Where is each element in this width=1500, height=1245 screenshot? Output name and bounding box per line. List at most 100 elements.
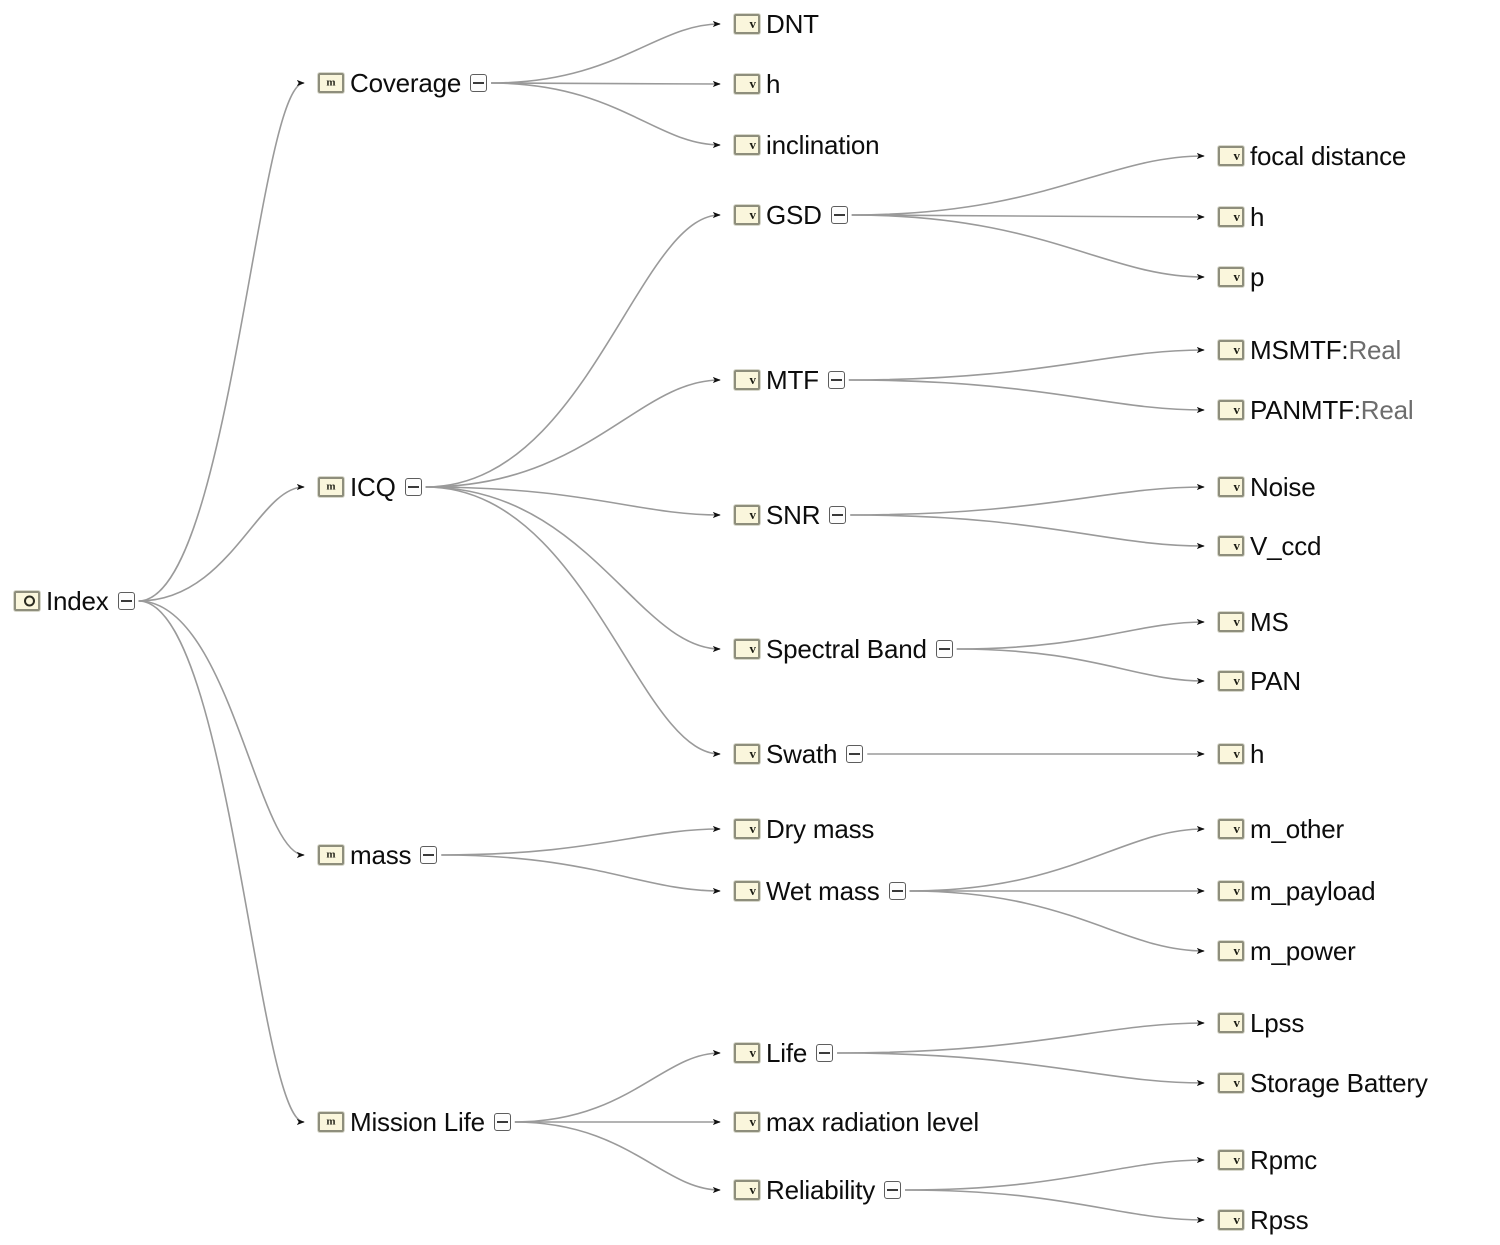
tree-node-v_ccd[interactable]: V_ccd bbox=[1218, 531, 1321, 561]
tree-node-m_payload[interactable]: m_payload bbox=[1218, 876, 1376, 906]
collapse-minus-icon-gsd[interactable] bbox=[830, 206, 848, 224]
node-label-reliability: Reliability bbox=[766, 1175, 876, 1205]
tree-node-panmtf[interactable]: PANMTF: Real bbox=[1218, 395, 1414, 425]
node-label-lpss: Lpss bbox=[1250, 1008, 1305, 1038]
v-variable-icon bbox=[1218, 1150, 1244, 1170]
node-label-dnt: DNT bbox=[766, 9, 819, 39]
edge-index-to-coverage bbox=[138, 79, 305, 602]
collapse-minus-icon-swath[interactable] bbox=[846, 745, 864, 763]
tree-node-m_power[interactable]: m_power bbox=[1218, 936, 1356, 966]
collapse-minus-icon-snr[interactable] bbox=[829, 506, 847, 524]
tree-node-life[interactable]: Life bbox=[734, 1038, 834, 1068]
tree-node-pan[interactable]: PAN bbox=[1218, 666, 1301, 696]
v-variable-icon bbox=[1218, 744, 1244, 764]
tree-node-mass[interactable]: mass bbox=[318, 840, 438, 870]
tree-node-spectral[interactable]: Spectral Band bbox=[734, 634, 953, 664]
tree-node-snr[interactable]: SNR bbox=[734, 500, 847, 530]
v-variable-icon bbox=[1218, 819, 1244, 839]
tree-node-storage_batt[interactable]: Storage Battery bbox=[1218, 1068, 1428, 1098]
edge-mission_life-to-reliability bbox=[514, 1121, 721, 1194]
node-label-swath_h: h bbox=[1250, 739, 1265, 769]
tree-node-rpmc[interactable]: Rpmc bbox=[1218, 1145, 1317, 1175]
tree-node-cov_h[interactable]: h bbox=[734, 69, 780, 99]
edge-icq-to-swath bbox=[425, 486, 721, 758]
node-label-spectral: Spectral Band bbox=[766, 634, 927, 664]
edge-gsd-to-focal bbox=[851, 152, 1205, 216]
node-label-snr: SNR bbox=[766, 500, 821, 530]
tree-node-swath[interactable]: Swath bbox=[734, 739, 864, 769]
edge-reliability-to-rpss bbox=[905, 1189, 1205, 1224]
v-variable-icon bbox=[734, 1180, 760, 1200]
node-label-cov_h: h bbox=[766, 69, 781, 99]
collapse-minus-icon-coverage[interactable] bbox=[470, 74, 488, 92]
v-variable-icon bbox=[734, 744, 760, 764]
edge-snr-to-noise bbox=[850, 483, 1205, 516]
v-variable-icon bbox=[734, 14, 760, 34]
node-label-msmtf: MSMTF: bbox=[1250, 335, 1349, 365]
tree-node-gsd_h[interactable]: h bbox=[1218, 202, 1264, 232]
tree-node-swath_h[interactable]: h bbox=[1218, 739, 1264, 769]
node-label-value-msmtf: Real bbox=[1348, 337, 1401, 363]
edge-icq-to-mtf bbox=[425, 376, 721, 488]
collapse-minus-icon-icq[interactable] bbox=[404, 478, 422, 496]
tree-node-m_other[interactable]: m_other bbox=[1218, 814, 1344, 844]
node-label-m_payload: m_payload bbox=[1250, 876, 1376, 906]
tree-node-wet_mass[interactable]: Wet mass bbox=[734, 876, 906, 906]
node-label-rpss: Rpss bbox=[1250, 1205, 1309, 1235]
v-variable-icon bbox=[1218, 477, 1244, 497]
node-label-mtf: MTF bbox=[766, 365, 819, 395]
collapse-minus-icon-mass[interactable] bbox=[420, 846, 438, 864]
v-variable-icon bbox=[734, 74, 760, 94]
node-label-m_power: m_power bbox=[1250, 936, 1356, 966]
edge-gsd-to-gsd_h bbox=[851, 213, 1205, 221]
edge-mtf-to-panmtf bbox=[848, 379, 1205, 414]
tree-node-dnt[interactable]: DNT bbox=[734, 9, 819, 39]
collapse-minus-icon-index[interactable] bbox=[117, 592, 135, 610]
v-variable-icon bbox=[1218, 881, 1244, 901]
v-variable-icon bbox=[1218, 400, 1244, 420]
tree-node-icq[interactable]: ICQ bbox=[318, 472, 422, 502]
node-label-icq: ICQ bbox=[350, 472, 396, 502]
collapse-minus-icon-wet_mass[interactable] bbox=[888, 882, 906, 900]
v-variable-icon bbox=[1218, 267, 1244, 287]
tree-node-mtf[interactable]: MTF bbox=[734, 365, 845, 395]
v-variable-icon bbox=[1218, 1073, 1244, 1093]
node-label-coverage: Coverage bbox=[350, 68, 462, 98]
edge-index-to-mass bbox=[138, 600, 305, 859]
collapse-minus-icon-mtf[interactable] bbox=[827, 371, 845, 389]
tree-node-inclination[interactable]: inclination bbox=[734, 130, 880, 160]
tree-node-rpss[interactable]: Rpss bbox=[1218, 1205, 1309, 1235]
tree-node-max_rad[interactable]: max radiation level bbox=[734, 1107, 979, 1137]
node-label-v_ccd: V_ccd bbox=[1250, 531, 1322, 561]
node-label-value-panmtf: Real bbox=[1361, 397, 1414, 423]
tree-node-lpss[interactable]: Lpss bbox=[1218, 1008, 1304, 1038]
tree-node-gsd_p[interactable]: p bbox=[1218, 262, 1264, 292]
tree-node-index[interactable]: Index bbox=[14, 586, 135, 616]
tree-node-msmtf[interactable]: MSMTF: Real bbox=[1218, 335, 1401, 365]
collapse-minus-icon-mission_life[interactable] bbox=[493, 1113, 511, 1131]
v-variable-icon bbox=[1218, 1013, 1244, 1033]
tree-node-ms[interactable]: MS bbox=[1218, 607, 1289, 637]
collapse-minus-icon-life[interactable] bbox=[816, 1044, 834, 1062]
v-variable-icon bbox=[734, 1112, 760, 1132]
tree-node-gsd[interactable]: GSD bbox=[734, 200, 848, 230]
m-model-icon bbox=[318, 477, 344, 497]
tree-node-focal[interactable]: focal distance bbox=[1218, 141, 1406, 171]
collapse-minus-icon-spectral[interactable] bbox=[935, 640, 953, 658]
node-label-index: Index bbox=[46, 586, 109, 616]
node-label-inclination: inclination bbox=[766, 130, 880, 160]
v-variable-icon bbox=[1218, 1210, 1244, 1230]
tree-node-dry_mass[interactable]: Dry mass bbox=[734, 814, 874, 844]
tree-node-mission_life[interactable]: Mission Life bbox=[318, 1107, 511, 1137]
tree-node-reliability[interactable]: Reliability bbox=[734, 1175, 902, 1205]
tree-node-noise[interactable]: Noise bbox=[1218, 472, 1316, 502]
edge-wet_mass-to-m_other bbox=[909, 825, 1205, 892]
tree-node-coverage[interactable]: Coverage bbox=[318, 68, 488, 98]
collapse-minus-icon-reliability[interactable] bbox=[884, 1181, 902, 1199]
v-variable-icon bbox=[734, 135, 760, 155]
node-label-m_other: m_other bbox=[1250, 814, 1344, 844]
v-variable-icon bbox=[734, 819, 760, 839]
node-label-mission_life: Mission Life bbox=[350, 1107, 485, 1137]
edge-coverage-to-dnt bbox=[491, 20, 721, 84]
